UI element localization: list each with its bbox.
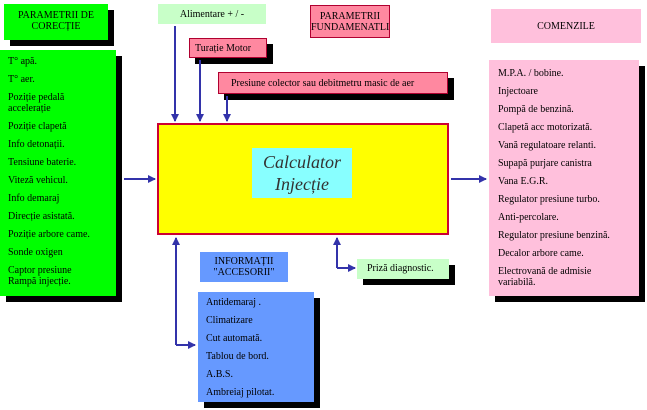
correction-item: Viteză vehicul. bbox=[8, 175, 68, 186]
command-item: Pompă de benzină. bbox=[498, 104, 574, 115]
correction-item: T° aer. bbox=[8, 74, 35, 85]
command-item: Vana E.G.R. bbox=[498, 176, 548, 187]
engine-speed-input: Turație Motor bbox=[189, 38, 267, 58]
commands-box: M.P.A. / bobine. Injectoare Pompă de ben… bbox=[489, 60, 639, 296]
command-item: Anti-percolare. bbox=[498, 212, 559, 223]
accessories-header-label: INFORMAȚII "ACCESORII" bbox=[213, 256, 275, 278]
accessory-item: Antidemaraj . bbox=[206, 297, 261, 308]
computer-label-box: Calculator Injecție bbox=[252, 148, 352, 198]
accessory-item: Climatizare bbox=[206, 315, 253, 326]
correction-item: Direcție asistată. bbox=[8, 211, 75, 222]
engine-speed-label: Turație Motor bbox=[195, 43, 252, 54]
correction-item: T° apă. bbox=[8, 56, 37, 67]
accessory-item: Ambreiaj pilotat. bbox=[206, 387, 275, 398]
command-item: M.P.A. / bobine. bbox=[498, 68, 564, 79]
command-item: Regulator presiune benzină. bbox=[498, 230, 610, 241]
accessory-item: Cut automată. bbox=[206, 333, 263, 344]
computer-title-line2: Injecție bbox=[275, 174, 329, 194]
correction-header-label: PARAMETRII DE CORECȚIE bbox=[17, 10, 95, 32]
command-item: Vană regulatoare relanti. bbox=[498, 140, 597, 151]
command-item: Clapetă acc motorizată. bbox=[498, 122, 593, 133]
correction-item: Poziție clapetă bbox=[8, 121, 67, 132]
pressure-input: Presiune colector sau debitmetru masic d… bbox=[218, 72, 448, 94]
correction-item: Poziție pedală accelerație bbox=[8, 92, 65, 114]
command-item: Injectoare bbox=[498, 86, 538, 97]
correction-item: Tensiune baterie. bbox=[8, 157, 77, 168]
diagnostic-plug-box: Priză diagnostic. bbox=[357, 259, 449, 279]
correction-item: Info detonații. bbox=[8, 139, 65, 150]
diagnostic-plug-label: Priză diagnostic. bbox=[367, 263, 434, 274]
supply-header: Alimentare + / - bbox=[158, 4, 266, 24]
pressure-label: Presiune colector sau debitmetru masic d… bbox=[231, 78, 415, 89]
command-item: Electrovană de admisie variabilă. bbox=[498, 266, 592, 288]
correction-params-box: T° apă. T° aer. Poziție pedală acceleraț… bbox=[0, 50, 116, 296]
correction-item: Captor presiune Rampă injecție. bbox=[8, 265, 72, 287]
accessories-header: INFORMAȚII "ACCESORII" bbox=[200, 252, 288, 282]
command-item: Decalor arbore came. bbox=[498, 248, 584, 259]
correction-item: Info demaraj bbox=[8, 193, 60, 204]
commands-header: COMENZILE bbox=[491, 9, 641, 43]
accessories-box: Antidemaraj . Climatizare Cut automată. … bbox=[198, 292, 314, 402]
correction-item: Poziție arbore came. bbox=[8, 229, 90, 240]
correction-item: Sonde oxigen bbox=[8, 247, 63, 258]
accessory-item: A.B.S. bbox=[206, 369, 233, 380]
command-item: Supapă purjare canistra bbox=[498, 158, 592, 169]
command-item: Regulator presiune turbo. bbox=[498, 194, 600, 205]
commands-header-label: COMENZILE bbox=[537, 21, 595, 32]
accessory-item: Tablou de bord. bbox=[206, 351, 269, 362]
supply-label: Alimentare + / - bbox=[179, 9, 245, 20]
injection-computer-box: Calculator Injecție bbox=[157, 123, 449, 235]
correction-header: PARAMETRII DE CORECȚIE bbox=[4, 4, 108, 40]
computer-title-line1: Calculator bbox=[262, 152, 341, 172]
fundamental-header: PARAMETRII FUNDAMENATLI bbox=[310, 5, 390, 38]
fundamental-header-label: PARAMETRII FUNDAMENATLI bbox=[311, 11, 390, 33]
